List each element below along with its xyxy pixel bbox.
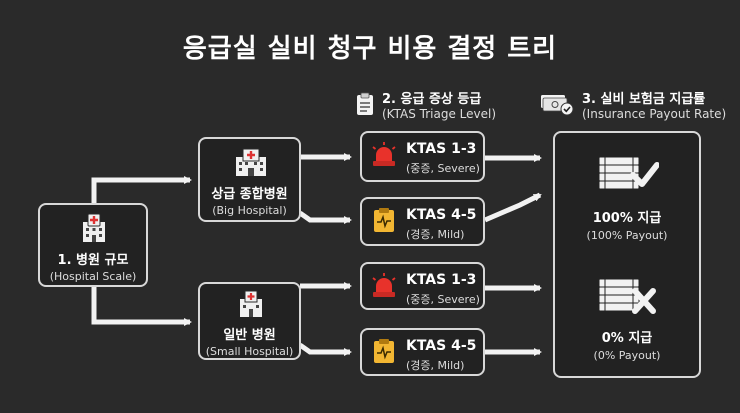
ktas-big-mild[interactable]: KTAS 4-5 (경증, Mild) [360, 197, 485, 246]
triage-header-title: 2. 응급 증상 등급 [382, 92, 482, 107]
root-node-sub: (Hospital Scale) [49, 270, 137, 283]
triage-header-subtitle: (KTAS Triage Level) [382, 107, 497, 121]
payout-header-title: 3. 실비 보험금 지급률 [582, 92, 706, 107]
money-x-icon [598, 278, 656, 314]
root-node-label: 1. 병원 규모 [57, 253, 129, 268]
clipboard-pulse-icon [374, 339, 394, 363]
triage-header: 2. 응급 증상 등급 (KTAS Triage Level) [356, 92, 496, 122]
payout-header: 3. 실비 보험금 지급률 (Insurance Payout Rate) [540, 92, 726, 122]
ktas-big-severe-label: KTAS 1-3 [406, 141, 477, 157]
arrow-root-small [91, 286, 192, 326]
money-check-icon [541, 95, 574, 116]
arrow-root-big [91, 176, 192, 204]
big-hospital-node[interactable]: 상급 종합병원 (Big Hospital) [198, 137, 301, 222]
ktas-big-mild-sub: (경증, Mild) [406, 228, 465, 241]
big-hospital-sub: (Big Hospital) [212, 204, 287, 217]
big-hospital-label: 상급 종합병원 [211, 187, 288, 202]
ktas-small-severe-sub: (중증, Severe) [406, 293, 480, 306]
clipboard-pulse-icon [374, 208, 394, 232]
payout-header-subtitle: (Insurance Payout Rate) [582, 107, 727, 121]
diagram-title: 응급실 실비 청구 비용 결정 트리 [182, 34, 558, 64]
payout-outcomes-panel: 100% 지급 (100% Payout) 0% 지급 (0% Payout) [553, 131, 701, 378]
arrow-big-mild [298, 210, 352, 224]
outcome-full-sub: (100% Payout) [586, 229, 668, 242]
clipboard-icon [357, 92, 373, 115]
arrow-bigmild-full [484, 192, 542, 223]
small-hospital-sub: (Small Hospital) [205, 345, 294, 358]
ktas-big-mild-label: KTAS 4-5 [406, 207, 477, 223]
root-node-hospital-scale[interactable]: 1. 병원 규모 (Hospital Scale) [38, 203, 148, 287]
big-hospital-icon [236, 148, 266, 176]
ktas-small-mild-label: KTAS 4-5 [406, 338, 477, 354]
ktas-small-mild-sub: (경증, Mild) [406, 359, 465, 372]
siren-icon [372, 142, 396, 166]
hospital-icon [83, 213, 105, 242]
outcome-none-sub: (0% Payout) [593, 349, 661, 362]
ktas-big-severe[interactable]: KTAS 1-3 (중증, Severe) [360, 131, 485, 182]
ktas-big-severe-sub: (중증, Severe) [406, 162, 480, 175]
outcome-full-label: 100% 지급 [592, 211, 662, 226]
outcome-none-label: 0% 지급 [601, 331, 653, 346]
ktas-small-severe-label: KTAS 1-3 [406, 272, 477, 288]
arrow-small-mild [298, 342, 352, 356]
ktas-small-severe[interactable]: KTAS 1-3 (중증, Severe) [360, 262, 485, 310]
money-check-icon [598, 156, 659, 190]
small-hospital-node[interactable]: 일반 병원 (Small Hospital) [198, 282, 301, 360]
small-hospital-icon [240, 290, 262, 317]
small-hospital-label: 일반 병원 [223, 328, 276, 343]
ktas-small-mild[interactable]: KTAS 4-5 (경증, Mild) [360, 328, 485, 376]
siren-icon [372, 273, 396, 297]
